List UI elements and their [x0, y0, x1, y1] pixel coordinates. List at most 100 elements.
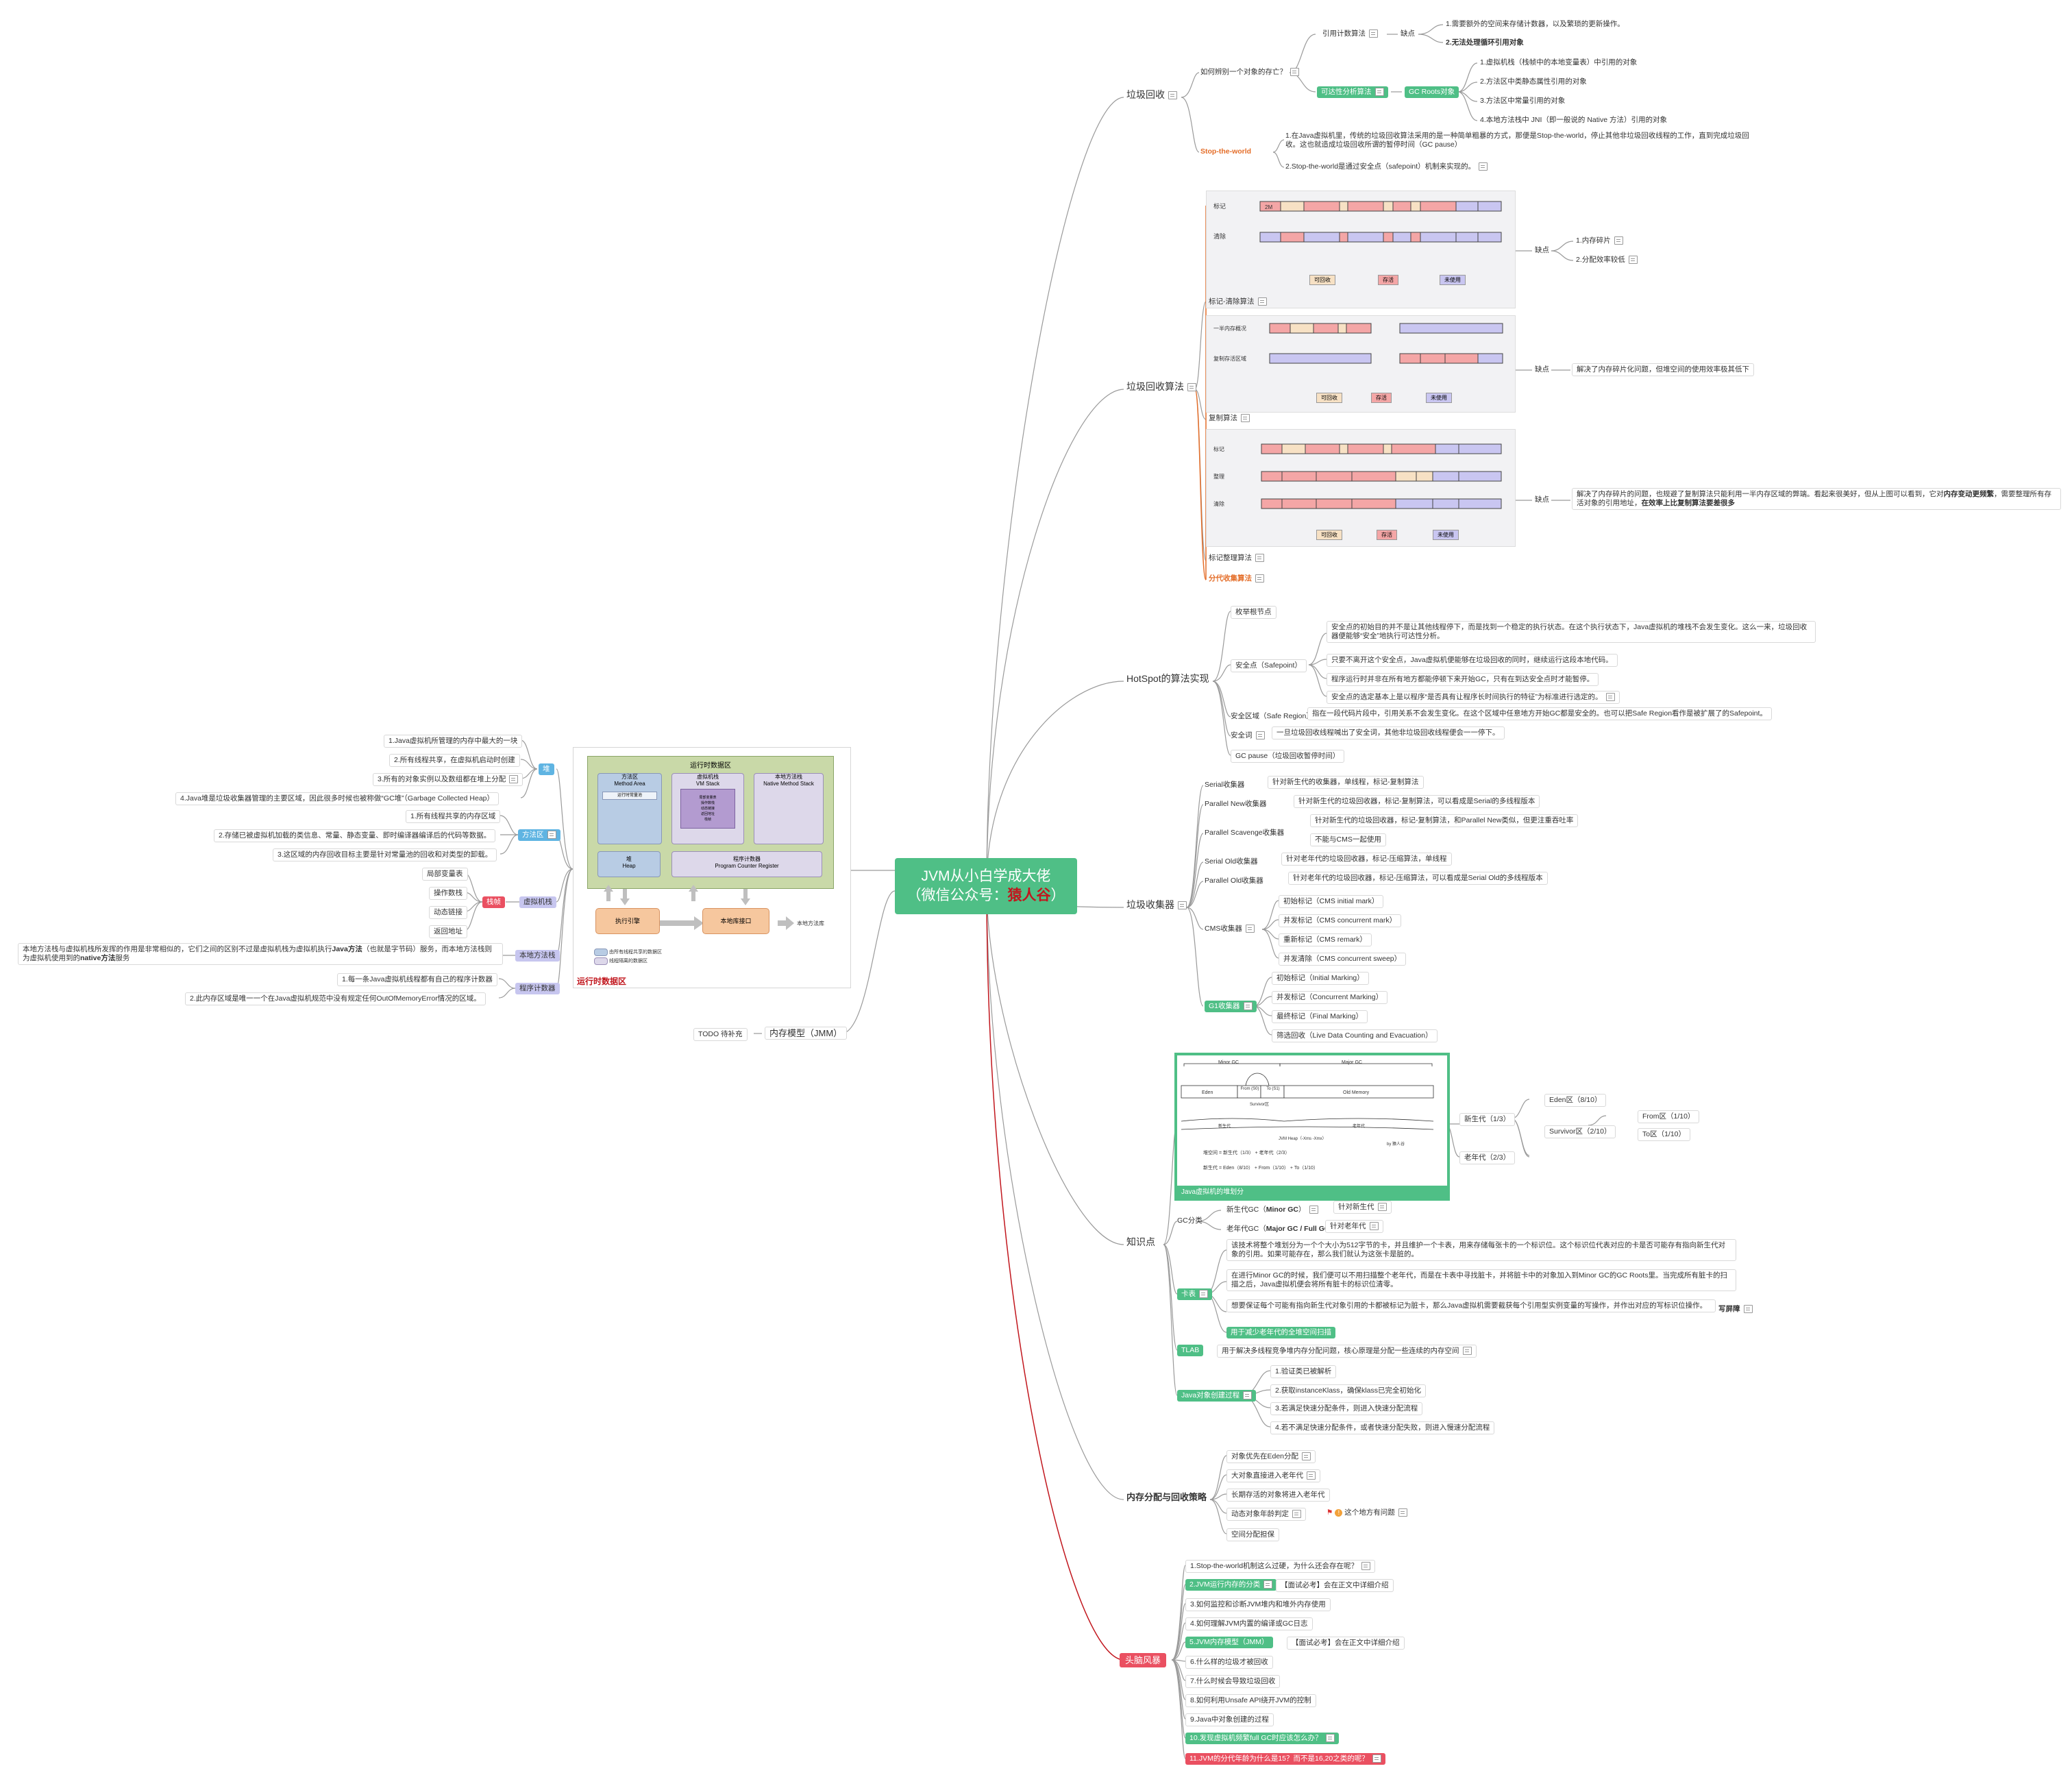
- frame-item[interactable]: 动态链接: [429, 906, 467, 919]
- note-icon[interactable]: [1292, 1510, 1301, 1519]
- node-how-to-judge[interactable]: 如何辨别一个对象的存亡？: [1200, 68, 1299, 77]
- gc-roots-item[interactable]: 3.方法区中常量引用的对象: [1480, 97, 1566, 105]
- node-safepoint[interactable]: 安全点（Safepoint）: [1231, 659, 1307, 672]
- tlab-text[interactable]: 用于解决多线程竞争堆内存分配问题，核心原理是分配一些连续的内存空间: [1217, 1345, 1477, 1358]
- heap-item[interactable]: 4.Java堆是垃圾收集器管理的主要区域，因此很多时候也被称做“GC堆”（Gar…: [175, 792, 499, 805]
- node-native-stack[interactable]: 本地方法栈: [515, 950, 560, 962]
- note-icon[interactable]: [1178, 901, 1187, 910]
- node-vm-stack[interactable]: 虚拟机栈: [519, 896, 556, 908]
- note-icon[interactable]: [1369, 1222, 1379, 1231]
- node-method-area[interactable]: 方法区: [518, 829, 560, 841]
- storm-item[interactable]: 10.发现虚拟机频繁full GC时应该怎么办？: [1185, 1733, 1339, 1744]
- collector-g1[interactable]: G1收集器: [1205, 1001, 1257, 1012]
- node-mark-sweep-flaw[interactable]: 缺点: [1535, 246, 1549, 254]
- method-item[interactable]: 3.这区域的内存回收目标主要是针对常量池的回收和对类型的卸载。: [273, 848, 497, 861]
- storm-item[interactable]: 1.Stop-the-world机制这么过硬，为什么还会存在呢？: [1185, 1560, 1376, 1573]
- heap-item[interactable]: 3.所有的对象实例以及数组都在堆上分配: [373, 773, 523, 786]
- note-icon[interactable]: [1255, 574, 1264, 583]
- node-ref-count-flaw[interactable]: 缺点: [1401, 29, 1415, 38]
- safepoint-item[interactable]: 安全点的选定基本上是以程序“是否具有让程序长时间执行的特征”为标准进行选定的。: [1327, 691, 1620, 704]
- storm-item[interactable]: 11.JVM的分代年龄为什么是15？而不是16,20之类的呢？: [1185, 1753, 1385, 1765]
- node-copy-flaw[interactable]: 缺点: [1535, 365, 1549, 374]
- safe-region-text[interactable]: 指在一段代码片段中，引用关系不会发生变化。在这个区域中任意地方开始GC都是安全的…: [1307, 707, 1772, 720]
- node-write-barrier[interactable]: 写屏障: [1718, 1305, 1753, 1314]
- card-item[interactable]: 该技术将整个堆划分为一个个大小为512字节的卡，并且维护一个卡表，用来存储每张卡…: [1226, 1239, 1736, 1261]
- card-item[interactable]: 在进行Minor GC的时候，我们便可以不用扫描整个老年代，而是在卡表中寻找脏卡…: [1226, 1269, 1736, 1291]
- note-icon[interactable]: [1479, 162, 1488, 171]
- storm-item[interactable]: 8.如何利用Unsafe API绕开JVM的控制: [1185, 1694, 1316, 1707]
- note-icon[interactable]: [1628, 256, 1638, 265]
- node-gc-roots[interactable]: GC Roots对象: [1405, 86, 1459, 98]
- cms-item[interactable]: 并发清除（CMS concurrent sweep）: [1279, 953, 1407, 966]
- alloc-item[interactable]: 对象优先在Eden分配: [1226, 1450, 1316, 1463]
- note-icon[interactable]: [1243, 1002, 1253, 1011]
- note-icon[interactable]: [1245, 925, 1255, 933]
- frame-item[interactable]: 返回地址: [429, 925, 467, 938]
- node-frame[interactable]: 栈帧: [482, 896, 505, 908]
- collector-desc[interactable]: 针对新生代的垃圾回收器，标记-复制算法，可以看成是Serial的多线程版本: [1294, 795, 1540, 808]
- note-icon[interactable]: [1255, 554, 1264, 563]
- note-icon[interactable]: [1743, 1305, 1753, 1314]
- note-icon[interactable]: [1377, 1203, 1387, 1212]
- node-heap[interactable]: 堆: [539, 763, 554, 775]
- note-icon[interactable]: [1361, 1562, 1371, 1571]
- topic-gc[interactable]: 垃圾回收: [1126, 90, 1177, 100]
- alloc-item[interactable]: 长期存活的对象将进入老年代: [1226, 1489, 1330, 1502]
- g1-item[interactable]: 最终标记（Final Marking）: [1272, 1010, 1368, 1023]
- node-tlab[interactable]: TLAB: [1177, 1345, 1204, 1356]
- frame-item[interactable]: 局部变量表: [422, 868, 468, 881]
- cms-item[interactable]: 初始标记（CMS initial mark）: [1279, 895, 1384, 908]
- note-icon[interactable]: [1462, 1347, 1472, 1356]
- node-old[interactable]: 老年代（2/3）: [1459, 1151, 1516, 1164]
- create-item[interactable]: 4.若不满足快速分配条件，或者快速分配失败，则进入慢速分配流程: [1270, 1421, 1495, 1434]
- storm-note[interactable]: 【面试必考】会在正文中详细介绍: [1276, 1579, 1394, 1592]
- collector-desc[interactable]: 针对老年代的垃圾回收器，标记-压缩算法，可以看成是Serial Old的多线程版…: [1288, 872, 1548, 885]
- safepoint-item[interactable]: 只要不离开这个安全点，Java虚拟机便能够在垃圾回收的同时，继续运行这段本地代码…: [1327, 654, 1618, 667]
- frame-item[interactable]: 操作数栈: [429, 887, 467, 900]
- node-eden[interactable]: Eden区（8/10）: [1544, 1094, 1607, 1107]
- storm-item[interactable]: 5.JVM内存模型（JMM）: [1185, 1637, 1273, 1648]
- node-compact[interactable]: 标记整理算法: [1209, 554, 1264, 563]
- note-icon[interactable]: [1187, 383, 1196, 392]
- node-safe-word[interactable]: 安全词: [1231, 731, 1265, 740]
- collector-desc[interactable]: 针对老年代的垃圾回收器，标记-压缩算法，单线程: [1281, 853, 1452, 866]
- collector-desc[interactable]: 针对新生代的垃圾回收器，标记-复制算法，和Parallel New类似，但更注重…: [1310, 814, 1579, 827]
- note-icon[interactable]: [1199, 1290, 1208, 1299]
- node-from[interactable]: From区（1/10）: [1638, 1110, 1700, 1123]
- collector-parnew[interactable]: Parallel New收集器: [1205, 800, 1267, 808]
- pc-item[interactable]: 1.每一条Java虚拟机线程都有自己的程序计数器: [337, 973, 497, 986]
- node-ref-count[interactable]: 引用计数算法: [1322, 29, 1378, 38]
- heap-item[interactable]: 1.Java虚拟机所管理的内存中最大的一块: [384, 735, 523, 748]
- create-item[interactable]: 3.若满足快速分配条件，则进入快速分配流程: [1270, 1402, 1423, 1415]
- topic-jmm[interactable]: 内存模型（JMM）: [765, 1027, 848, 1040]
- native-desc[interactable]: 本地方法栈与虚拟机栈所发挥的作用是非常相似的，它们之间的区别不过是虚拟机栈为虚拟…: [18, 943, 503, 965]
- safepoint-item[interactable]: 程序运行时并非在所有地方都能停顿下来开始GC，只有在到达安全点时才能暂停。: [1327, 673, 1599, 686]
- g1-item[interactable]: 筛选回收（Live Data Counting and Evacuation）: [1272, 1029, 1438, 1042]
- note-icon[interactable]: [547, 831, 556, 840]
- node-gc-kind[interactable]: GC分类: [1177, 1216, 1202, 1225]
- collector-parallel-old[interactable]: Parallel Old收集器: [1205, 877, 1263, 885]
- storm-item[interactable]: 4.如何理解JVM内置的编译或GC日志: [1185, 1617, 1313, 1630]
- node-mark-sweep[interactable]: 标记-清除算法: [1209, 297, 1267, 306]
- g1-item[interactable]: 初始标记（Initial Marking）: [1272, 972, 1369, 985]
- node-gc-pause[interactable]: GC pause（垃圾回收暂停时间）: [1231, 750, 1345, 763]
- root-topic[interactable]: JVM从小白学成大佬 （微信公众号：猿人谷）: [895, 858, 1077, 914]
- node-pc[interactable]: 程序计数器: [515, 983, 560, 994]
- topic-hotspot[interactable]: HotSpot的算法实现: [1126, 673, 1209, 684]
- note-icon[interactable]: [1369, 29, 1378, 38]
- safe-word-text[interactable]: 一旦垃圾回收线程喊出了安全词，其他非垃圾回收线程便会一一停下。: [1272, 726, 1505, 739]
- compact-flaw-text[interactable]: 解决了内存碎片的问题，也规避了复制算法只能利用一半内存区域的弊端。看起来很美好，…: [1572, 488, 2061, 510]
- method-item[interactable]: 2.存储已被虚拟机加载的类信息、常量、静态变量、即时编译器编译后的代码等数据。: [214, 829, 496, 842]
- collector-serial[interactable]: Serial收集器: [1205, 781, 1245, 789]
- jmm-todo[interactable]: TODO 待补充: [693, 1028, 748, 1041]
- storm-note[interactable]: 【面试必考】会在正文中详细介绍: [1287, 1637, 1405, 1650]
- note-icon[interactable]: [1257, 297, 1267, 306]
- create-item[interactable]: 1.验证类已被解析: [1270, 1365, 1337, 1378]
- storm-item[interactable]: 6.什么样的垃圾才被回收: [1185, 1656, 1273, 1669]
- cms-item[interactable]: 重新标记（CMS remark）: [1279, 933, 1372, 946]
- node-reachability[interactable]: 可达性分析算法: [1317, 86, 1388, 98]
- safepoint-item[interactable]: 安全点的初始目的并不是让其他线程停下，而是找到一个稳定的执行状态。在这个执行状态…: [1327, 621, 1816, 643]
- minor-desc[interactable]: 针对新生代: [1333, 1201, 1392, 1214]
- note-icon[interactable]: [1325, 1734, 1335, 1743]
- note-icon[interactable]: [1263, 1580, 1273, 1589]
